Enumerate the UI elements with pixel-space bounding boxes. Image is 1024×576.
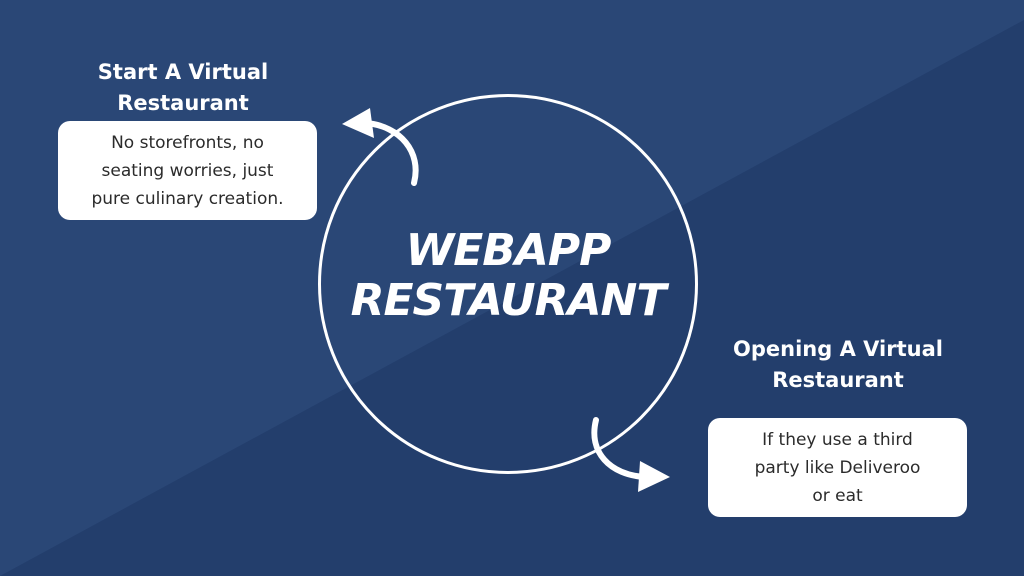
node-heading-start: Start A Virtual Restaurant (58, 57, 308, 119)
node-desc-opening-line-3: or eat (812, 485, 863, 506)
node-heading-opening: Opening A Virtual Restaurant (690, 334, 986, 396)
node-box-opening: If they use a third party like Deliveroo… (708, 418, 967, 517)
cycle-circle (318, 94, 698, 474)
node-heading-opening-line-1: Opening A Virtual (733, 337, 943, 361)
node-box-start: No storefronts, no seating worries, just… (58, 121, 317, 220)
node-desc-start-line-3: pure culinary creation. (91, 188, 284, 209)
node-desc-start-line-1: No storefronts, no (111, 132, 264, 153)
center-title-line-2: RESTAURANT (350, 275, 667, 326)
node-desc-start-line-2: seating worries, just (101, 160, 274, 181)
center-title: WEBAPP RESTAURANT (318, 226, 698, 326)
node-heading-start-line-1: Start A Virtual (97, 60, 269, 84)
center-title-line-1: WEBAPP (405, 225, 612, 276)
node-desc-opening-line-2: party like Deliveroo (754, 457, 921, 478)
node-heading-opening-line-2: Restaurant (772, 368, 904, 392)
node-heading-start-line-2: Restaurant (117, 91, 249, 115)
node-desc-opening-line-1: If they use a third (762, 429, 913, 450)
